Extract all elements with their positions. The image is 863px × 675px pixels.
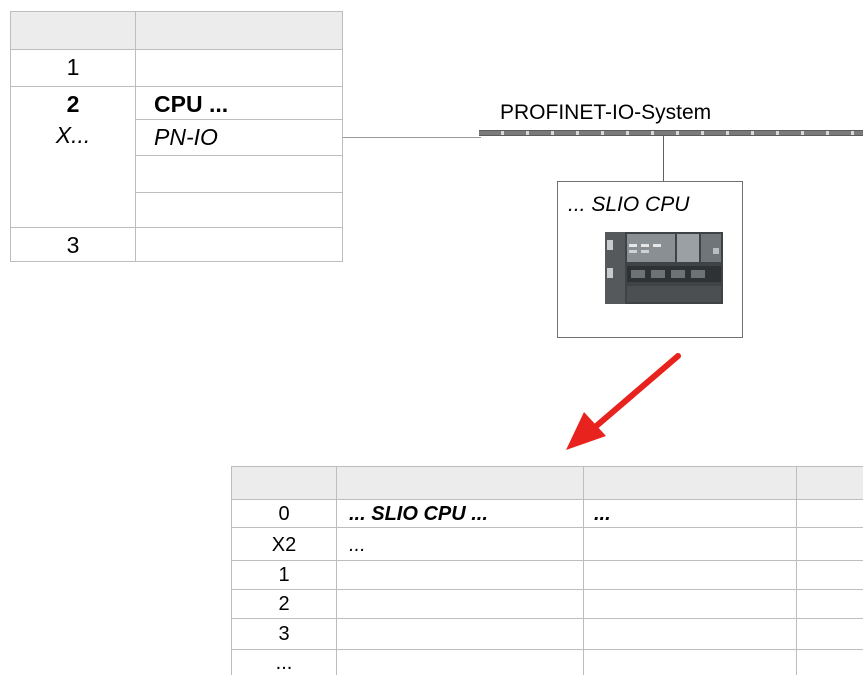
device-slot-0[interactable]: 0 [232,503,336,525]
device-slot-0-info: ... [594,503,611,525]
rack-slot-3[interactable]: 3 [11,232,135,258]
profinet-bus[interactable] [479,130,863,136]
device-label: ... SLIO CPU [568,193,689,217]
slio-cpu-device[interactable]: ... SLIO CPU [557,181,743,338]
rack-table-header [11,12,342,50]
device-drop-line [663,136,664,181]
device-table-header [232,467,863,500]
device-slot-x2-module[interactable]: ... [349,534,366,556]
rack-subslot-x[interactable]: X... [11,122,135,148]
device-slot-0-module[interactable]: ... SLIO CPU ... [349,503,488,525]
device-overview-table: 0 ... SLIO CPU ... ... X2 ... 1 2 3 ... [231,466,863,675]
device-slot-x2[interactable]: X2 [232,534,336,556]
rack-slot-1[interactable]: 1 [11,54,135,80]
device-slot-2[interactable]: 2 [232,593,336,615]
device-slot-more[interactable]: ... [232,652,336,674]
rack-config-table: 1 2 CPU ... X... PN-IO 3 [10,11,343,262]
profinet-system-label: PROFINET-IO-System [500,101,711,125]
red-diagonal-arrow-icon [560,350,690,460]
slio-cpu-module-image-icon [601,228,727,306]
device-slot-1[interactable]: 1 [232,564,336,586]
rack-slot-2[interactable]: 2 [11,91,135,117]
profinet-connection-line [343,137,481,138]
rack-subslot-pn-io[interactable]: PN-IO [154,124,218,150]
device-slot-3[interactable]: 3 [232,623,336,645]
rack-slot-2-module[interactable]: CPU ... [154,91,228,117]
